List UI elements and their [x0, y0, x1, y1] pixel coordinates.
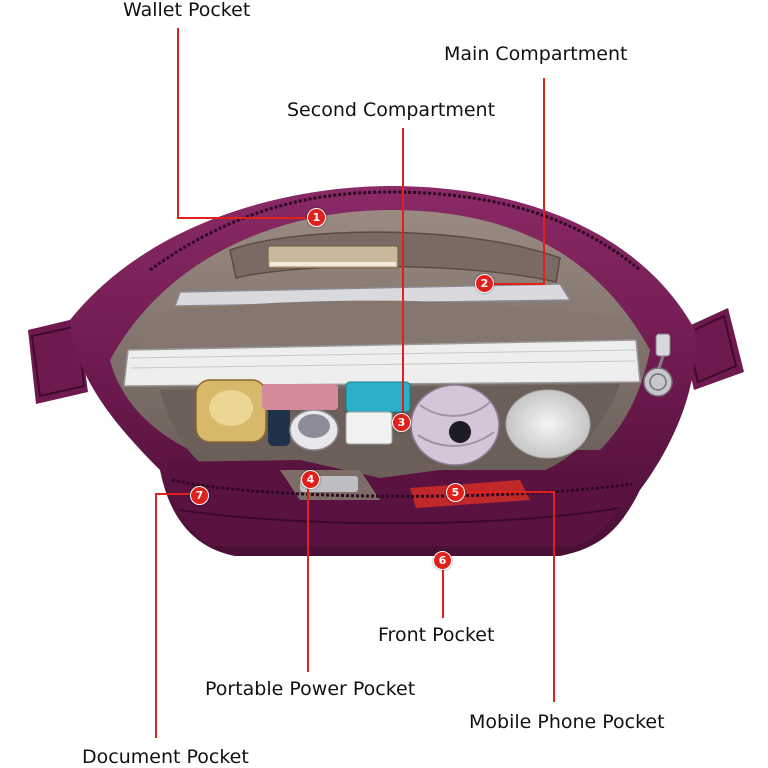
top-zipper [149, 190, 641, 272]
candle [345, 411, 393, 445]
front-zipper [171, 478, 633, 498]
leader-line-1 [177, 28, 310, 219]
badge-2: 2 [475, 274, 494, 293]
label-document-pocket: Document Pocket [82, 746, 249, 768]
tablet [173, 283, 572, 307]
perfume-bottle [195, 379, 267, 443]
leader-lines [155, 28, 555, 738]
folded-umbrella [410, 384, 500, 466]
badge-7: 7 [190, 486, 209, 505]
leader-line-7 [155, 493, 194, 738]
blue-case [345, 381, 411, 413]
zipper-pull-icon [643, 333, 673, 397]
badge-3: 3 [392, 413, 411, 432]
label-main-compartment: Main Compartment [444, 43, 628, 65]
label-front-pocket: Front Pocket [378, 624, 495, 646]
label-second-compartment: Second Compartment [287, 99, 496, 121]
label-wallet-pocket: Wallet Pocket [123, 0, 251, 21]
mobile-phone [410, 480, 530, 508]
label-mobile-phone-pocket: Mobile Phone Pocket [469, 711, 665, 733]
cosmetic-jar [289, 409, 339, 451]
badge-6: 6 [433, 551, 452, 570]
strap-left [28, 318, 88, 404]
pink-case [262, 384, 338, 410]
leader-line-2 [490, 78, 545, 285]
leader-line-5 [462, 491, 555, 702]
badge-4: 4 [301, 470, 320, 489]
badge-1: 1 [307, 208, 326, 227]
badge-5: 5 [446, 483, 465, 502]
powder-puff [505, 389, 591, 459]
label-portable-power-pocket: Portable Power Pocket [205, 678, 416, 700]
